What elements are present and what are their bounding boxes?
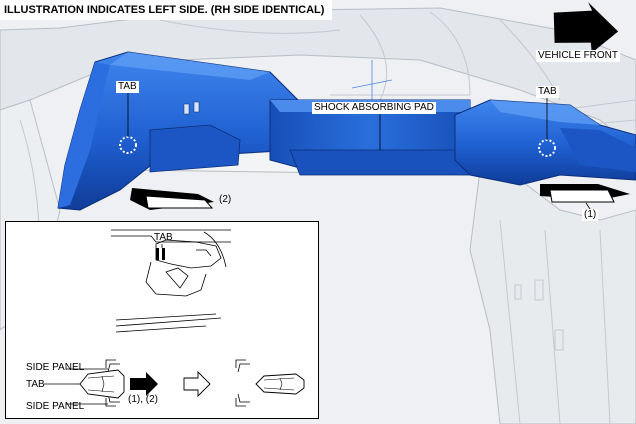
side-panel-after	[235, 359, 250, 407]
shock-absorbing-pad-label: SHOCK ABSORBING PAD	[312, 102, 436, 114]
removal-arrow-1	[540, 184, 630, 203]
tab-after-detail	[263, 377, 295, 391]
side-panel-label-bottom: SIDE PANEL	[26, 401, 85, 412]
clip-closeup	[111, 229, 231, 333]
vehicle-front-arrow	[553, 2, 619, 53]
step-2-label: (2)	[219, 194, 232, 205]
inset-steps-label: (1), (2)	[128, 394, 158, 405]
center-guide-cross	[351, 79, 393, 89]
tab-detail-drawing	[44, 229, 305, 407]
tab-detail-inset: TAB SIDE PANEL TAB SIDE PANEL (1), (2)	[5, 221, 319, 419]
vehicle-front-label: VEHICLE FRONT	[536, 50, 621, 62]
clip-closeup-fill	[156, 248, 165, 260]
tab-before-icon	[79, 369, 125, 399]
tab-before-detail	[87, 375, 115, 393]
tab-label-left: TAB	[116, 81, 139, 93]
push-arrow-icon	[130, 372, 158, 396]
step-1-label: (1)	[582, 209, 599, 221]
illustration-note: ILLUSTRATION INDICATES LEFT SIDE. (RH SI…	[0, 0, 333, 20]
inset-tab-label-top: TAB	[154, 232, 173, 243]
side-panel-label-top: SIDE PANEL	[26, 362, 85, 373]
result-arrow-icon	[183, 370, 211, 398]
inset-tab-label: TAB	[26, 379, 45, 390]
tab-after-icon	[255, 373, 305, 395]
removal-arrow-2	[130, 188, 214, 210]
tab-label-right: TAB	[536, 86, 559, 98]
